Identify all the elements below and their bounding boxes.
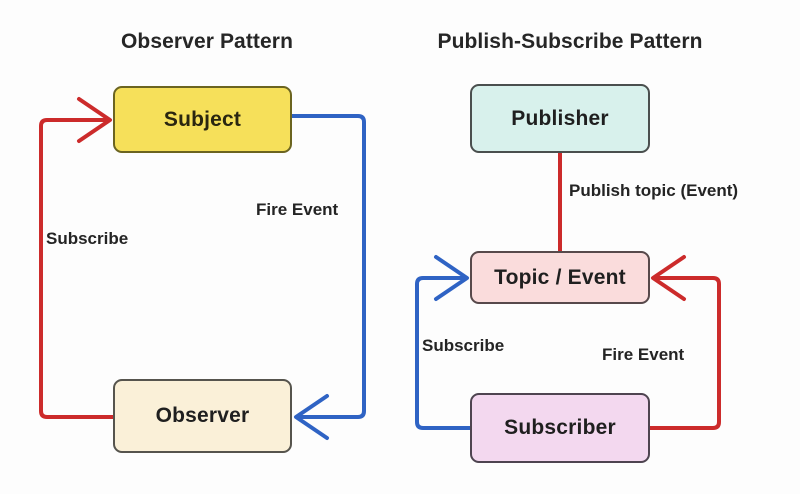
node-publisher[interactable]: Publisher xyxy=(470,84,650,153)
panel-title-observer: Observer Pattern xyxy=(120,30,293,53)
node-subject-label: Subject xyxy=(163,107,242,131)
edge-observer-subscribe-arrowhead xyxy=(77,97,112,143)
node-publisher-label: Publisher xyxy=(511,106,609,130)
edge-pubsub-subscribe-arrowhead xyxy=(434,255,469,301)
edge-pubsub-subscribe-line xyxy=(415,276,472,430)
node-subscriber[interactable]: Subscriber xyxy=(470,393,650,463)
node-observer[interactable]: Observer xyxy=(113,379,292,453)
edge-label-pubsub-subscribe: Subscribe xyxy=(422,336,505,355)
node-topic-event[interactable]: Topic / Event xyxy=(470,251,650,304)
edge-label-observer-subscribe: Subscribe xyxy=(46,229,129,248)
edge-observer-fire-event-arrowhead xyxy=(294,394,329,440)
edge-label-publish-topic: Publish topic (Event) xyxy=(569,181,739,200)
edge-label-observer-fire-event: Fire Event xyxy=(256,200,339,219)
node-topic-event-label: Topic / Event xyxy=(494,265,626,289)
edge-label-pubsub-fire-event: Fire Event xyxy=(602,345,685,364)
node-observer-label: Observer xyxy=(155,404,250,427)
edge-observer-fire-event-line xyxy=(290,114,366,419)
node-subscriber-label: Subscriber xyxy=(504,416,616,439)
node-subject[interactable]: Subject xyxy=(113,86,292,153)
edge-pubsub-fire-event-line xyxy=(648,276,721,430)
edge-observer-subscribe-line xyxy=(39,118,115,419)
panel-title-pubsub: Publish-Subscribe Pattern xyxy=(437,30,703,53)
edge-pubsub-fire-event-arrowhead xyxy=(651,255,686,301)
